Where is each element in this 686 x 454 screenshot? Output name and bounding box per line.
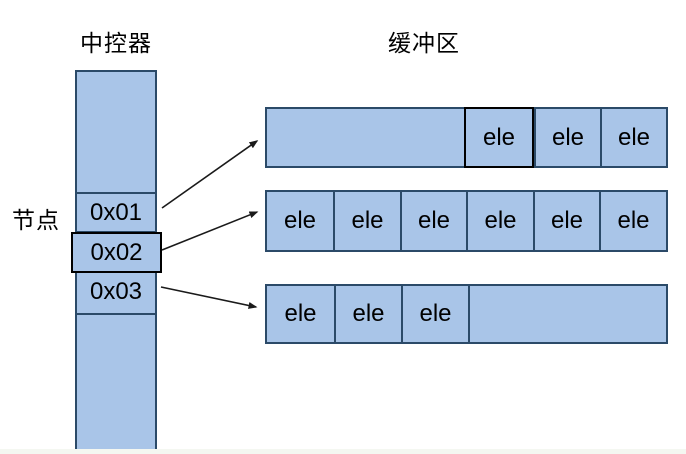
bottom-edge-artifact (0, 449, 686, 454)
controller-cell-0x02-highlighted: 0x02 (71, 232, 162, 273)
buffer-row-2: ele ele ele ele ele ele (265, 190, 668, 252)
buffer2-ele-cell: ele (599, 192, 666, 250)
buffer2-ele-cell: ele (400, 192, 466, 250)
arrow-0x01-to-buffer1 (161, 140, 259, 209)
buffer-row-3: ele ele ele (265, 284, 668, 344)
buffer-title: 缓冲区 (388, 30, 460, 56)
controller-column: 0x01 0x02 0x03 (71, 70, 162, 449)
buffer3-ele-cell: ele (401, 286, 468, 342)
controller-cell-0x01: 0x01 (77, 192, 155, 233)
buffer1-ele-cell: ele (534, 109, 600, 166)
buffer1-ele-cell: ele (600, 109, 666, 166)
node-label: 节点 (12, 207, 60, 233)
controller-title: 中控器 (80, 30, 152, 56)
buffer1-empty-cell (267, 109, 464, 166)
arrow-0x02-to-buffer2 (161, 211, 259, 251)
buffer-row-1: ele ele ele (265, 107, 668, 168)
controller-cell-0x03: 0x03 (77, 271, 155, 315)
buffer2-ele-cell: ele (533, 192, 599, 250)
buffer3-ele-cell: ele (284, 300, 317, 327)
buffer2-ele-cell: ele (283, 207, 317, 234)
buffer1-ele-cell-highlighted: ele (464, 107, 534, 168)
buffer2-ele-cell: ele (333, 192, 400, 250)
buffer2-ele-cell: ele (466, 192, 533, 250)
arrow-0x03-to-buffer3 (160, 286, 258, 309)
buffer3-ele-cell: ele (334, 286, 401, 342)
buffer3-empty-cell (468, 286, 666, 342)
